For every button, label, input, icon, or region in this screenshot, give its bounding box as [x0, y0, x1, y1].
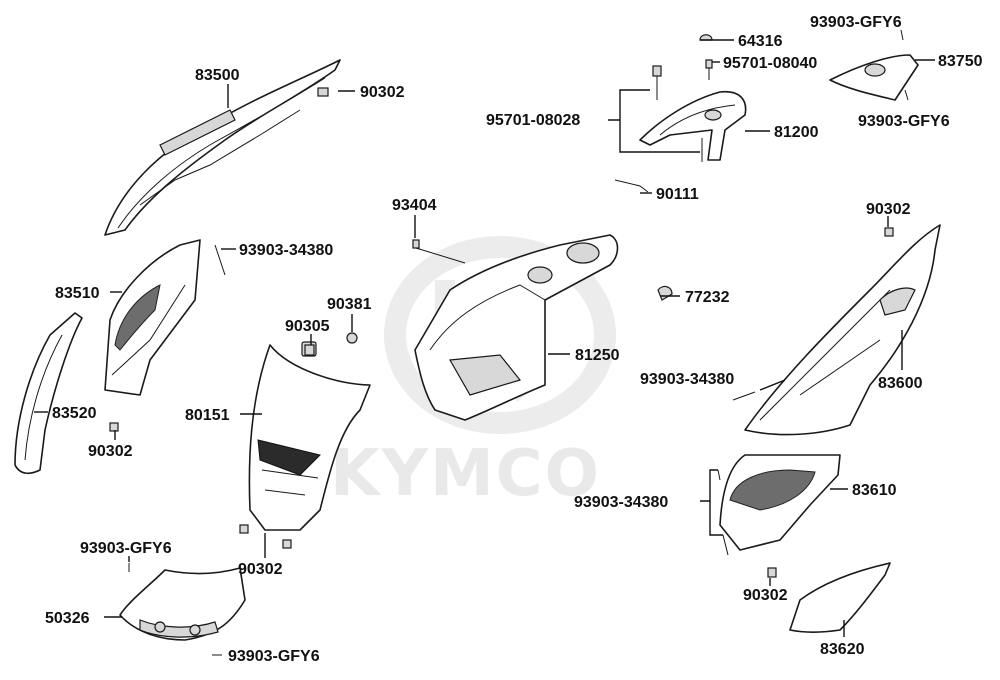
part-83750-rear-cover — [829, 54, 919, 101]
leader-lines — [34, 39, 935, 637]
label-90305: 90305 — [285, 318, 330, 335]
label-80151: 80151 — [185, 407, 230, 424]
label-83750: 83750 — [938, 53, 983, 70]
watermark-brand: KYMCO — [330, 437, 601, 511]
label-81250: 81250 — [575, 347, 620, 364]
label-90111: 90111 — [656, 186, 699, 203]
label-90302-e: 90302 — [743, 587, 788, 604]
part-81200-grab-rail — [639, 90, 747, 161]
label-90302-a: 90302 — [360, 84, 405, 101]
label-95701-08028: 95701-08028 — [486, 112, 580, 129]
label-83500: 83500 — [195, 67, 240, 84]
part-83610-side-panel — [719, 454, 841, 551]
label-64316: 64316 — [738, 33, 783, 50]
part-labels: 83500 90302 93903-34380 83510 83520 9030… — [45, 14, 983, 665]
label-77232: 77232 — [685, 289, 730, 306]
label-93903-gfy6-b: 93903-GFY6 — [228, 648, 320, 665]
label-93903-gfy6-d: 93903-GFY6 — [858, 113, 950, 130]
label-83620: 83620 — [820, 641, 865, 658]
label-93903-gfy6-c: 93903-GFY6 — [810, 14, 902, 31]
part-81250-helmet-box — [414, 234, 619, 421]
label-93903-34380-b: 93903-34380 — [640, 371, 734, 388]
label-93404: 93404 — [392, 197, 437, 214]
label-93903-gfy6-a: 93903-GFY6 — [80, 540, 172, 557]
kymco-watermark: KYMCO — [330, 236, 616, 511]
label-95701-08040: 95701-08040 — [723, 55, 817, 72]
label-50326: 50326 — [45, 610, 90, 627]
label-93903-34380-a: 93903-34380 — [239, 242, 333, 259]
part-83520-trim-strip — [14, 312, 83, 475]
label-83520: 83520 — [52, 405, 97, 422]
label-83510: 83510 — [55, 285, 100, 302]
label-83600: 83600 — [878, 375, 923, 392]
part-83620-trim — [789, 562, 891, 634]
part-83500-side-cover — [104, 59, 341, 236]
label-90302-d: 90302 — [866, 201, 911, 218]
part-83600-side-cover — [744, 224, 941, 436]
label-90302-c: 90302 — [238, 561, 283, 578]
part-83510-side-panel — [104, 239, 201, 396]
label-81200: 81200 — [774, 124, 819, 141]
label-93903-34380-c: 93903-34380 — [574, 494, 668, 511]
part-50326-floor-cover — [119, 567, 246, 641]
label-90302-b: 90302 — [88, 443, 133, 460]
label-90381: 90381 — [327, 296, 372, 313]
label-83610: 83610 — [852, 482, 897, 499]
